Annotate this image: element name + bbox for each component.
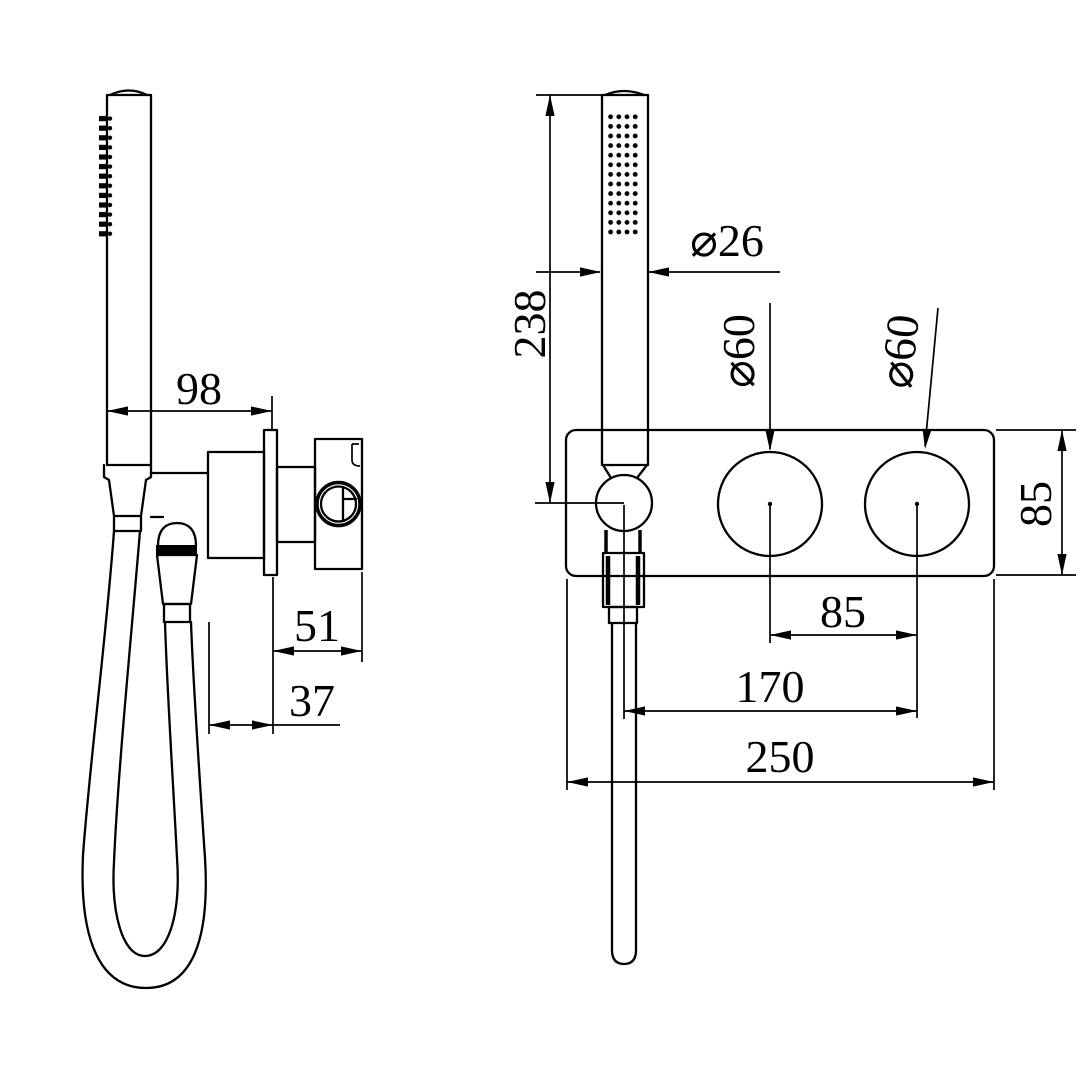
holder-arm [149,471,210,519]
dim-51-label: 51 [294,600,340,651]
dim-170: 170 [624,661,917,716]
hose-outlet-connector [155,521,199,624]
hose-collar-bars [605,556,641,605]
right-knob-center [914,501,920,507]
side-view: 98 51 37 [81,89,364,990]
dim-85-plate-label: 85 [1010,481,1061,527]
hose-stub-front [607,605,639,625]
dim-98-label: 98 [176,363,222,414]
connector-dome [156,521,198,548]
connector-crimp-band [156,545,197,555]
shower-hose-side [81,529,207,990]
left-knob-center [767,501,773,507]
wand-top-cap-front [603,89,646,97]
wand-neck-taper [601,463,649,480]
dim-85-plate: 85 [996,429,1076,576]
dim-37: 37 [208,622,340,734]
dim-238: 238 [504,94,624,504]
dim-d26: ⌀26 [536,215,780,277]
dim-250: 250 [566,579,995,790]
dim-d60-left: ⌀60 [713,303,775,451]
hand-shower-wand-front [600,89,650,480]
dim-98: 98 [107,363,273,429]
dim-51: 51 [272,572,363,734]
dim-170-label: 170 [736,661,805,712]
dim-85-knobs: 85 [769,506,918,718]
handle-step-detail [351,443,361,467]
hand-shower-wand-side [99,89,153,533]
spray-face-nozzles [606,112,640,238]
shower-hose-front [610,621,638,966]
dim-d60-right-label: ⌀60 [870,312,928,391]
dim-d60-right: ⌀60 [870,307,939,449]
front-view: 238 ⌀26 ⌀60 ⌀60 85 85 [504,89,1076,966]
handle-cap-outer [315,480,362,528]
wand-grip-taper [102,463,153,533]
handle-cap-inner [319,485,358,523]
dim-250-label: 250 [746,731,815,782]
dim-d60-left-label: ⌀60 [713,314,764,388]
dim-238-label: 238 [504,290,555,359]
handle-cap-indicator [341,485,358,523]
wand-top-cap [108,89,149,97]
hose-collar-upper [604,530,642,553]
valve-handle-body [313,437,364,571]
mixer-valve-side [262,428,364,577]
holder-and-hose-front [594,473,654,966]
dim-37-label: 37 [289,675,335,726]
dim-d26-label: ⌀26 [690,215,764,266]
connector-stub [162,602,192,624]
dim-85-knobs-label: 85 [820,586,866,637]
nozzle-strip [99,114,113,238]
